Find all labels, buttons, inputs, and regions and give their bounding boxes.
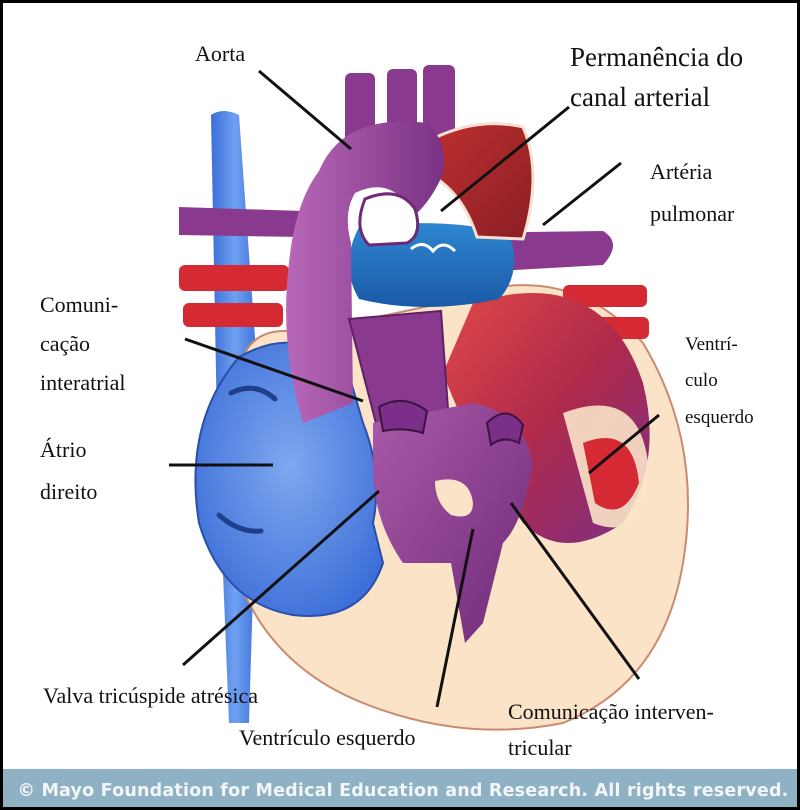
label-arteria-line1: Artéria — [650, 155, 712, 189]
label-permanencia-line2: canal arterial — [570, 77, 710, 117]
label-valva: Valva tricúspide atrésica — [43, 679, 258, 713]
copyright-banner: © Mayo Foundation for Medical Education … — [3, 769, 800, 810]
duct-gap — [360, 194, 418, 245]
label-ventriculo-right-line3: esquerdo — [685, 401, 754, 434]
label-comunicacao-iv-line2: tricular — [508, 731, 572, 765]
label-permanencia-line1: Permanência do — [570, 37, 743, 77]
label-comunicacao-ia-line1: Comuni- — [40, 288, 118, 322]
label-atrio-line2: direito — [40, 475, 97, 509]
pointer-aorta — [259, 71, 351, 149]
label-arteria-line2: pulmonar — [650, 197, 734, 231]
pulmonary-vein-left-1 — [179, 265, 289, 291]
label-comunicacao-ia-line3: interatrial — [40, 366, 126, 400]
label-aorta: Aorta — [195, 37, 245, 71]
valve-ring-left — [379, 401, 427, 433]
label-ventriculo-right-line2: culo — [685, 364, 718, 397]
pulmonary-vein-left-2 — [183, 303, 283, 327]
valve-ring-right — [487, 413, 523, 445]
label-comunicacao-iv-line1: Comunicação interven- — [508, 695, 714, 729]
label-ventriculo-bottom: Ventrículo esquerdo — [239, 721, 416, 755]
label-atrio-line1: Átrio — [40, 433, 86, 467]
aortic-branch-left — [179, 207, 303, 237]
label-ventriculo-right-line1: Ventrí- — [685, 328, 738, 361]
pointer-arteria — [543, 163, 621, 225]
label-comunicacao-ia-line2: cação — [40, 327, 90, 361]
